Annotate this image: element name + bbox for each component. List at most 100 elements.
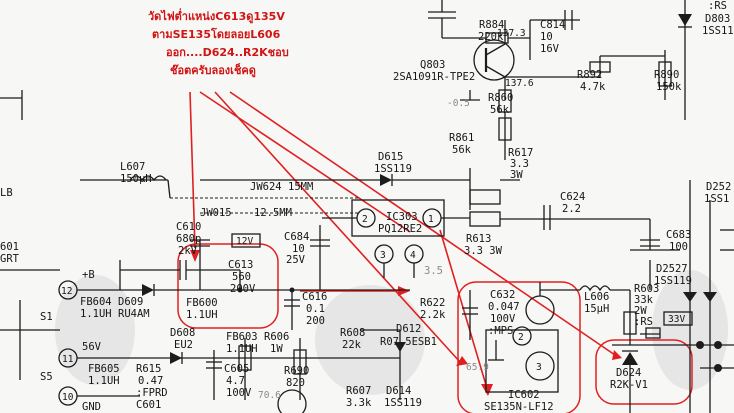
volt-35: 3.5 [424, 265, 443, 277]
value-r613: 3.3 3W [464, 245, 503, 257]
label-r617: R617 [508, 147, 533, 159]
label-c616: C616 [302, 291, 327, 303]
annotation-line-2: ตามSE135โดยลอยL606 [152, 27, 281, 41]
label-c613: C613 [228, 259, 253, 271]
value-r690: 820 [286, 377, 305, 389]
svg-text:1: 1 [428, 214, 434, 225]
highlight-c613 [177, 243, 279, 329]
value-c613-2: 200V [230, 283, 256, 295]
label-r606: R606 [264, 331, 289, 343]
label-fb604: FB604 [80, 296, 112, 308]
volt-q803-c: -0.5 [447, 98, 470, 109]
label-r608: R608 [340, 327, 365, 339]
label-d2527: D2527 [656, 263, 688, 275]
label-d624: D624 [616, 367, 641, 379]
value-c605-2: 100V [226, 387, 252, 399]
value-r622: 2.2k [420, 309, 446, 321]
label-c814: C814 [540, 19, 565, 31]
label-c624: C624 [560, 191, 585, 203]
part-d612: R07.5ESB1 [380, 336, 437, 348]
part-q803: 2SA1091R-TPE2 [393, 71, 475, 83]
label-c601-frag: 601 [0, 241, 19, 253]
arrow-head [190, 250, 200, 262]
value-c624: 2.2 [562, 203, 581, 215]
label-r892: R892 [577, 69, 602, 81]
value-c613-1: 560 [232, 271, 251, 283]
tag-33v: 33V [668, 314, 685, 325]
value-c684-2: 25V [286, 254, 306, 266]
value-jw624: 15MM [288, 181, 313, 193]
arrow-head [612, 350, 622, 360]
label-q803: Q803 [420, 59, 445, 71]
label-gnd: GND [82, 401, 101, 413]
value-c616-2: 200 [306, 315, 325, 327]
value-c683: 100 [669, 241, 688, 253]
value-r861: 56k [452, 144, 472, 156]
value-fb604: 1.1UH [80, 308, 112, 320]
label-fb603: FB603 [226, 331, 258, 343]
part-d803: 1SS119 [702, 25, 734, 37]
arrow-head [481, 384, 493, 396]
label-r861: R861 [449, 132, 474, 144]
value-r606: 1W [270, 343, 283, 355]
label-d803: D803 [705, 13, 730, 25]
value-r615-1: 0.47 [138, 375, 163, 387]
label-c605: C605 [224, 363, 249, 375]
value-c616-1: 0.1 [306, 303, 325, 315]
svg-text:2: 2 [518, 332, 524, 343]
part-d615: 1SS119 [374, 163, 412, 175]
label-r690: R690 [284, 365, 309, 377]
watermark [315, 285, 425, 395]
label-d612: D612 [396, 323, 421, 335]
value-r617-2: 3W [510, 169, 523, 181]
label-d608: D608 [170, 327, 195, 339]
label-d615: D615 [378, 151, 403, 163]
arrow-to-ic303 [199, 91, 411, 233]
annotation-note: วัดไฟต่ำแหน่งC613ดู135V ตามSE135โดยลอยL6… [148, 8, 289, 78]
value-c814-2: 16V [540, 43, 560, 55]
value-c632-1: 0.047 [488, 301, 520, 313]
label-jw015: JW015 [200, 207, 232, 219]
label-r884: R884 [479, 19, 504, 31]
pin-11: 11 [62, 354, 74, 365]
part-ic602: SE135N-LF12 [484, 401, 554, 413]
svg-text:4: 4 [410, 250, 416, 261]
ic602: 2 3 [462, 282, 580, 393]
label-r607: R607 [346, 385, 371, 397]
arrow-to-c613 [189, 91, 196, 249]
label-s1: S1 [40, 311, 53, 323]
d624-area [579, 249, 734, 413]
tag-33v-box [663, 311, 693, 326]
value-r860: 56k [490, 104, 510, 116]
value-fb605: 1.1UH [88, 375, 120, 387]
pin-10: 10 [62, 392, 74, 403]
volt-706: 70.6 [258, 390, 281, 401]
svg-text:3: 3 [536, 362, 542, 373]
annotation-arrows [189, 91, 622, 396]
value-r603-2: 2W [634, 305, 647, 317]
value-r890: 150k [656, 81, 682, 93]
arrow-to-ic602 [214, 91, 461, 363]
highlight-ic602 [457, 281, 581, 413]
highlight-d624 [595, 339, 693, 405]
pin-12: 12 [61, 286, 72, 297]
value-r607: 3.3k [346, 397, 372, 409]
svg-text:3: 3 [380, 250, 386, 261]
value-r603-1: 33k [634, 294, 654, 306]
label-r860: R860 [488, 92, 513, 104]
label-r622: R622 [420, 297, 445, 309]
value-r603-3: :RS [634, 316, 653, 328]
part-d624: R2K-V1 [610, 379, 648, 391]
arrow-to-d624 [229, 91, 616, 356]
value-c610-1: 680p [176, 233, 201, 245]
volt-q803-b: 137.6 [505, 78, 534, 89]
label-r890: R890 [654, 69, 679, 81]
value-r615-2: :FPRD [136, 387, 168, 399]
label-ic602: IC602 [508, 389, 540, 401]
label-c632: C632 [490, 289, 515, 301]
arrow-head [398, 286, 410, 296]
annotation-line-4: ช๊อตครับลองเช็คดู [170, 63, 256, 78]
part-d2527: 1SS119 [654, 275, 692, 287]
